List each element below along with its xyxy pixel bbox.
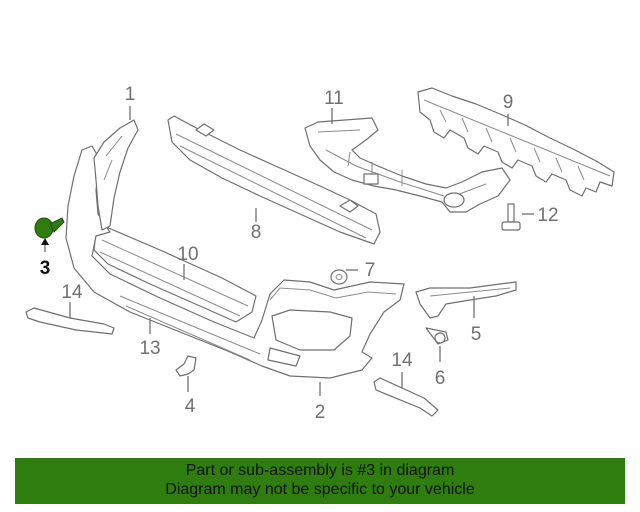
callout-2: 2 xyxy=(315,402,326,423)
callout-4: 4 xyxy=(185,396,196,417)
leader-lines xyxy=(41,106,534,396)
callout-10: 10 xyxy=(177,244,198,265)
callout-14-right: 14 xyxy=(391,350,413,371)
callout-8: 8 xyxy=(251,222,262,243)
callout-11: 11 xyxy=(324,88,344,109)
callout-5: 5 xyxy=(471,324,482,345)
part-14-molding-right xyxy=(373,377,439,417)
part-12-bolt xyxy=(501,203,521,231)
callout-12: 12 xyxy=(537,205,558,226)
part-10-step-pad xyxy=(93,225,257,323)
part-1-side-bracket xyxy=(93,119,139,231)
callout-14-left: 14 xyxy=(61,282,83,303)
part-9-energy-absorber xyxy=(417,87,615,197)
part-14-molding-left xyxy=(25,307,115,335)
part-11-reinforcement xyxy=(304,117,511,213)
callout-9: 9 xyxy=(503,92,514,113)
info-banner: Part or sub-assembly is #3 in diagram Di… xyxy=(15,458,625,504)
callout-7: 7 xyxy=(365,260,376,281)
callout-1: 1 xyxy=(125,84,136,105)
part-4-fastener xyxy=(175,355,197,377)
banner-line-2: Diagram may not be specific to your vehi… xyxy=(165,481,475,498)
banner-line-1: Part or sub-assembly is #3 in diagram xyxy=(185,462,455,479)
callout-6: 6 xyxy=(435,368,446,389)
callout-3: 3 xyxy=(40,258,51,279)
callout-13: 13 xyxy=(139,338,160,359)
part-3-push-pin xyxy=(34,217,65,239)
part-8-beam xyxy=(167,115,381,245)
part-7-grommet xyxy=(330,269,348,285)
part-6-push-pin xyxy=(425,327,449,345)
part-5-bracket xyxy=(415,281,517,319)
